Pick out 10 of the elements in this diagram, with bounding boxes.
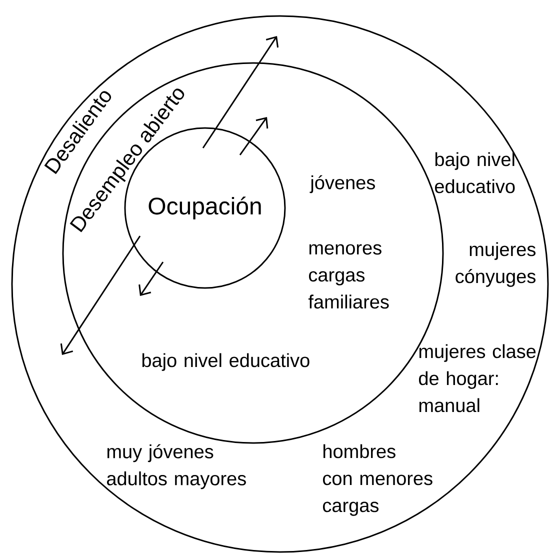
area-label: bajo nivel educativo [142, 353, 310, 371]
area-label: hombres con menores cargas [323, 444, 432, 516]
arrow [60, 236, 141, 355]
arrow [202, 36, 279, 148]
arrow [239, 117, 268, 156]
arrow [138, 262, 164, 296]
area-label: menores cargas familiares [308, 244, 389, 309]
area-label: mujeres cónyuges [456, 242, 536, 287]
area-label: jóvenes [310, 175, 375, 194]
area-label: muy jóvenes adultos mayores [107, 444, 246, 490]
